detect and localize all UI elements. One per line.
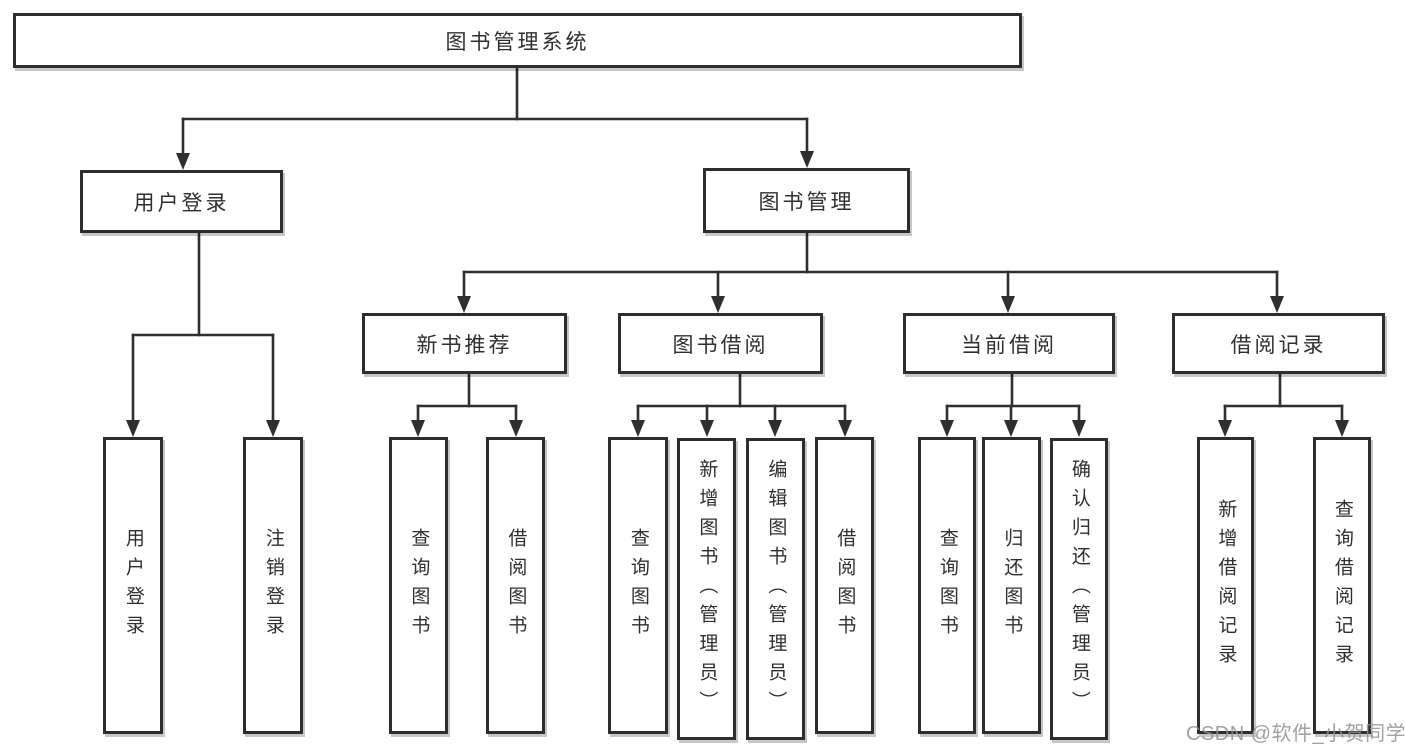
- node-label: 查询图书: [627, 527, 649, 644]
- node-label: 借阅记录: [1230, 333, 1327, 357]
- node-label: 新书推荐: [416, 333, 513, 357]
- node-label: 图书管理系统: [445, 30, 590, 54]
- node-label: 用户登录: [133, 191, 230, 215]
- node-book-borrowing: 图书借阅: [618, 313, 823, 374]
- node-label: 查询图书: [408, 527, 430, 644]
- node-label: 查询图书: [936, 527, 958, 644]
- node-label: 当前借阅: [961, 333, 1057, 357]
- node-borrowing-records: 借阅记录: [1172, 313, 1385, 374]
- leaf-rec-query-book: 查询图书: [389, 437, 448, 734]
- leaf-bb-edit-book-admin: 编辑图书（管理员）: [746, 438, 805, 740]
- leaf-br-add-record: 新增借阅记录: [1197, 437, 1254, 734]
- node-library-management-system: 图书管理系统: [13, 13, 1022, 68]
- leaf-bb-borrow-book: 借阅图书: [815, 437, 874, 734]
- leaf-user-login: 用户登录: [103, 437, 163, 734]
- leaf-bb-add-book-admin: 新增图书（管理员）: [677, 438, 736, 740]
- arrowheads: [126, 151, 1349, 437]
- csdn-watermark: CSDN @软件_小贺同学: [1186, 723, 1405, 745]
- node-label: 新增借阅记录: [1215, 498, 1237, 673]
- node-label: 图书管理: [758, 190, 855, 214]
- leaf-cb-query-book: 查询图书: [918, 437, 976, 734]
- leaf-cb-confirm-return-admin: 确认归还（管理员）: [1050, 438, 1108, 740]
- node-label: 查询借阅记录: [1331, 498, 1353, 673]
- node-label: 借阅图书: [834, 527, 856, 644]
- node-label: 编辑图书（管理员）: [765, 458, 787, 720]
- node-book-management: 图书管理: [703, 168, 910, 233]
- node-new-book-recommend: 新书推荐: [362, 313, 567, 374]
- leaf-logout: 注销登录: [243, 437, 303, 734]
- node-label: 借阅图书: [505, 527, 527, 644]
- node-user-login: 用户登录: [80, 170, 283, 233]
- node-label: 注销登录: [262, 527, 284, 644]
- node-label: 归还图书: [1001, 527, 1023, 644]
- leaf-br-query-record: 查询借阅记录: [1313, 437, 1371, 734]
- node-label: 确认归还（管理员）: [1068, 458, 1090, 720]
- leaf-bb-query-book: 查询图书: [608, 437, 668, 734]
- node-current-borrowing: 当前借阅: [903, 313, 1115, 374]
- node-label: 新增图书（管理员）: [696, 458, 718, 720]
- leaf-cb-return-book: 归还图书: [982, 437, 1041, 734]
- node-label: 用户登录: [122, 527, 144, 644]
- node-label: 图书借阅: [672, 333, 769, 357]
- leaf-rec-borrow-book: 借阅图书: [486, 437, 545, 734]
